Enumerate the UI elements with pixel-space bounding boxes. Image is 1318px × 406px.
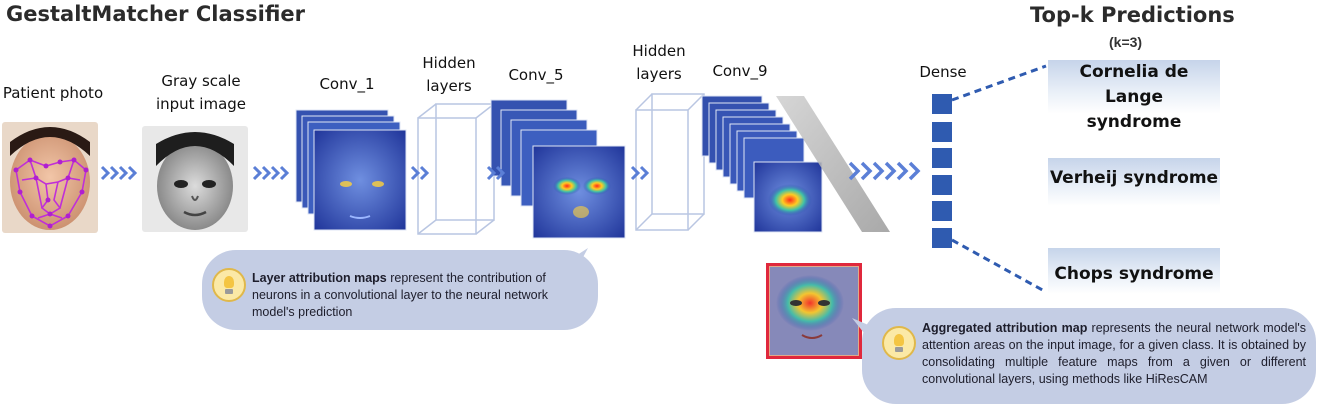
aggregated-attribution-callout: Aggregated attribution map represents th… — [862, 308, 1316, 404]
prediction-2: Verheij syndrome — [1048, 158, 1220, 206]
arrow-icon-4 — [486, 165, 506, 181]
conv1-label: Conv_1 — [319, 75, 375, 93]
conv5-feature-maps — [490, 99, 626, 239]
flatten-layer — [776, 96, 890, 232]
predictions-title: Top-k Predictions — [1030, 3, 1235, 27]
aggregated-attribution-text: Aggregated attribution map represents th… — [922, 320, 1306, 388]
hidden-layers-1-line1: Hidden — [422, 54, 476, 72]
hidden-layers-1-line2: layers — [426, 77, 472, 95]
lightbulb-icon — [212, 268, 246, 302]
dense-label: Dense — [919, 63, 967, 81]
hidden-layers-2-line2: layers — [636, 65, 682, 83]
aggregated-attribution-title: Aggregated attribution map — [922, 321, 1088, 335]
conv9-label: Conv_9 — [712, 62, 768, 80]
arrow-icon-6 — [848, 161, 921, 181]
dense-to-predictions-connectors — [951, 64, 1047, 294]
dense-unit — [932, 201, 952, 221]
classifier-title: GestaltMatcher Classifier — [6, 2, 305, 26]
gray-scale-label-line2: input image — [155, 95, 247, 113]
hidden-layers-1-label: Hidden layers — [414, 52, 484, 98]
layer-attribution-body: represent the contribution of neurons in… — [252, 271, 549, 319]
conv5-label: Conv_5 — [508, 66, 564, 84]
layer-attribution-title: Layer attribution maps — [252, 271, 387, 285]
hidden-layers-2-line1: Hidden — [632, 42, 686, 60]
grayscale-input-image — [142, 126, 248, 232]
dense-unit — [932, 122, 952, 142]
dense-unit — [932, 94, 952, 114]
hidden-layers-1-box — [417, 103, 495, 235]
arrow-icon-5 — [630, 165, 650, 181]
dense-unit — [932, 228, 952, 248]
gray-scale-label-line1: Gray scale — [161, 72, 241, 90]
prediction-2-label: Verheij syndrome — [1049, 168, 1219, 188]
hidden-layers-2-box — [635, 93, 705, 231]
lightbulb-icon — [882, 326, 916, 360]
k-label: (k=3) — [1109, 34, 1143, 50]
aggregated-attribution-map-image — [766, 263, 862, 359]
aggregated-attribution-body: represents the neural network model's at… — [922, 321, 1306, 386]
dense-unit — [932, 175, 952, 195]
conv9-feature-maps — [701, 95, 823, 233]
patient-photo-label: Patient photo — [2, 84, 104, 102]
arrow-icon-2 — [252, 165, 290, 181]
conv1-feature-maps — [295, 109, 407, 231]
layer-attribution-callout: Layer attribution maps represent the con… — [202, 250, 598, 330]
layer-attribution-text: Layer attribution maps represent the con… — [252, 270, 584, 321]
prediction-1-line1: Cornelia de Lange — [1079, 62, 1189, 107]
dense-unit — [932, 148, 952, 168]
arrow-icon-1 — [100, 165, 138, 181]
gray-scale-label: Gray scale input image — [146, 70, 256, 116]
hidden-layers-2-label: Hidden layers — [624, 40, 694, 86]
prediction-1-line2: syndrome — [1086, 112, 1182, 132]
prediction-3-label: Chops syndrome — [1054, 264, 1214, 284]
arrow-icon-3 — [410, 165, 430, 181]
prediction-1: Cornelia de Lange syndrome — [1048, 60, 1220, 132]
prediction-3: Chops syndrome — [1048, 248, 1220, 294]
patient-photo-image — [2, 122, 98, 233]
